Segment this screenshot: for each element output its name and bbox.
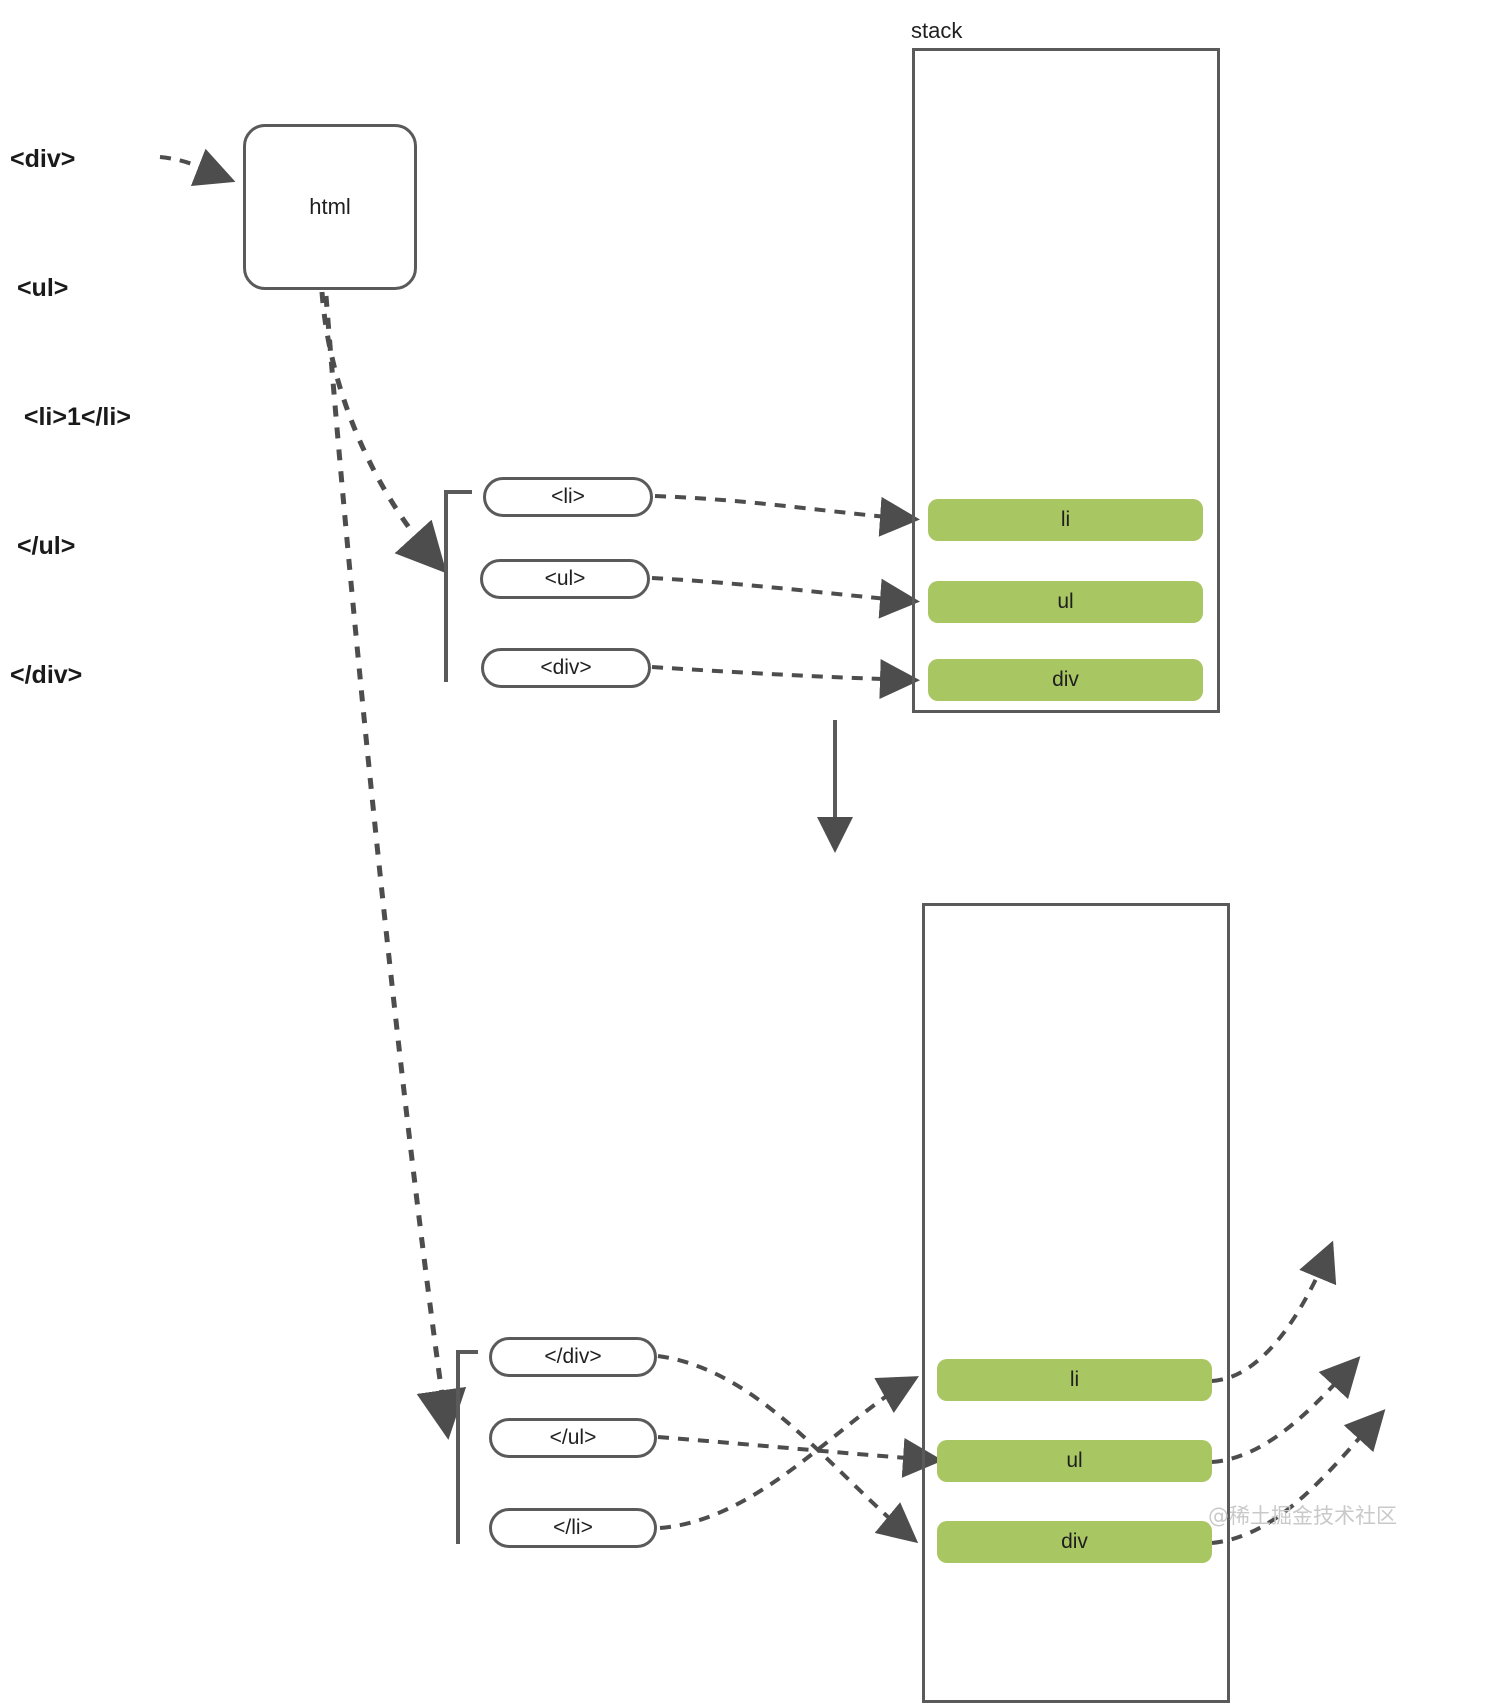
parser-node-label: html bbox=[309, 194, 351, 219]
arrow-li-to-stack-li bbox=[654, 494, 920, 537]
open-tag-pill-li[interactable]: <li> bbox=[483, 477, 653, 517]
close-tag-pill-div[interactable]: </div> bbox=[489, 1337, 657, 1377]
arrow-source-to-parser bbox=[159, 148, 236, 186]
code-line-1: <div> bbox=[10, 145, 76, 173]
stack-entry-bottom-ul: ul bbox=[937, 1440, 1212, 1482]
arrow-parser-to-close-tags bbox=[323, 295, 467, 1440]
code-line-4: </ul> bbox=[10, 532, 76, 560]
stack-frame-bottom bbox=[922, 903, 1230, 1703]
arrow-close-ul-to-stack-ul bbox=[657, 1435, 943, 1478]
code-line-3: <li>1</li> bbox=[10, 403, 131, 431]
close-tag-pill-ul-label: </ul> bbox=[549, 1426, 597, 1449]
arrow-div-to-stack-div bbox=[651, 659, 920, 700]
parser-node-html[interactable]: html bbox=[243, 124, 417, 290]
stack-entry-bottom-li: li bbox=[937, 1359, 1212, 1401]
arrow-pop-ul bbox=[1211, 1356, 1361, 1464]
code-line-5: </div> bbox=[10, 661, 83, 689]
stack-entry-top-div: div bbox=[928, 659, 1203, 701]
stack-entry-bottom-li-label: li bbox=[1069, 1368, 1080, 1391]
stack-entry-bottom-div-label: div bbox=[1061, 1530, 1088, 1553]
arrow-parser-to-open-tags bbox=[319, 291, 447, 574]
stack-entry-bottom-ul-label: ul bbox=[1066, 1449, 1083, 1472]
open-tag-pill-li-label: <li> bbox=[551, 485, 585, 508]
stack-entry-top-li-label: li bbox=[1060, 508, 1071, 531]
stack-entry-bottom-div: div bbox=[937, 1521, 1212, 1563]
stack-frame-top bbox=[912, 48, 1220, 713]
close-tag-pill-div-label: </div> bbox=[544, 1345, 602, 1368]
watermark: @稀土掘金技术社区 bbox=[1208, 1504, 1397, 1528]
close-tag-pill-li-label: </li> bbox=[553, 1516, 593, 1539]
html-source-snippet: <div> <ul> <li>1</li> </ul> </div> bbox=[10, 52, 131, 783]
arrow-ul-to-stack-ul bbox=[651, 576, 920, 619]
bracket-close-tags bbox=[456, 1350, 478, 1544]
stack-entry-top-li: li bbox=[928, 499, 1203, 541]
bracket-open-tags bbox=[444, 490, 472, 682]
stack-label: stack bbox=[911, 18, 963, 43]
open-tag-pill-div[interactable]: <div> bbox=[481, 648, 651, 688]
arrow-close-li-to-stack-li bbox=[659, 1376, 919, 1530]
stack-entry-top-ul-label: ul bbox=[1057, 590, 1074, 613]
open-tag-pill-ul-label: <ul> bbox=[544, 567, 586, 590]
arrow-close-div-to-stack-div bbox=[657, 1354, 919, 1544]
close-tag-pill-ul[interactable]: </ul> bbox=[489, 1418, 657, 1458]
stack-entry-top-ul: ul bbox=[928, 581, 1203, 623]
open-tag-pill-ul[interactable]: <ul> bbox=[480, 559, 650, 599]
open-tag-pill-div-label: <div> bbox=[540, 656, 592, 679]
stack-entry-top-div-label: div bbox=[1052, 668, 1079, 691]
code-line-2: <ul> bbox=[10, 274, 69, 302]
close-tag-pill-li[interactable]: </li> bbox=[489, 1508, 657, 1548]
